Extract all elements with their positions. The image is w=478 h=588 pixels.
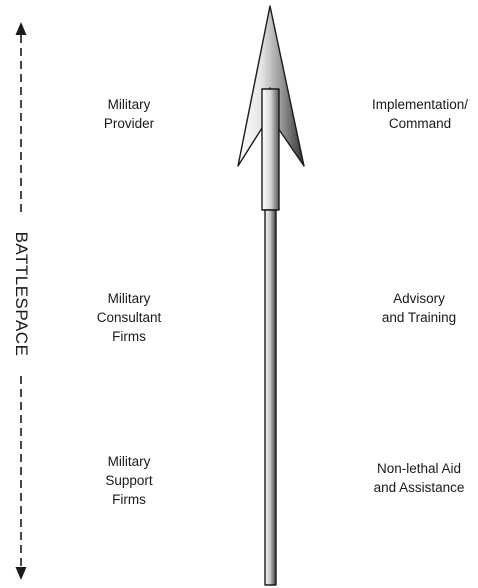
right-label-advisory-training: Advisory and Training xyxy=(381,291,457,325)
spear-collar xyxy=(261,88,280,211)
left-label-military-provider: Military Provider xyxy=(103,97,155,131)
battlespace-axis-label: BATTLESPACE xyxy=(11,227,31,361)
spear-arrow-icon xyxy=(237,5,305,586)
right-label-implementation-command: Implementation/ Command xyxy=(371,97,469,131)
spear-shaft xyxy=(264,209,277,586)
spear-head xyxy=(237,5,305,167)
arrowhead-top xyxy=(15,22,27,35)
double-headed-dashed-arrow-icon xyxy=(15,22,27,580)
left-label-military-support-firms: Military Support Firms xyxy=(105,454,153,507)
left-label-military-consultant-firms: Military Consultant Firms xyxy=(96,291,162,344)
arrowhead-bottom xyxy=(15,567,27,580)
right-label-nonlethal-aid: Non-lethal Aid and Assistance xyxy=(373,461,465,495)
